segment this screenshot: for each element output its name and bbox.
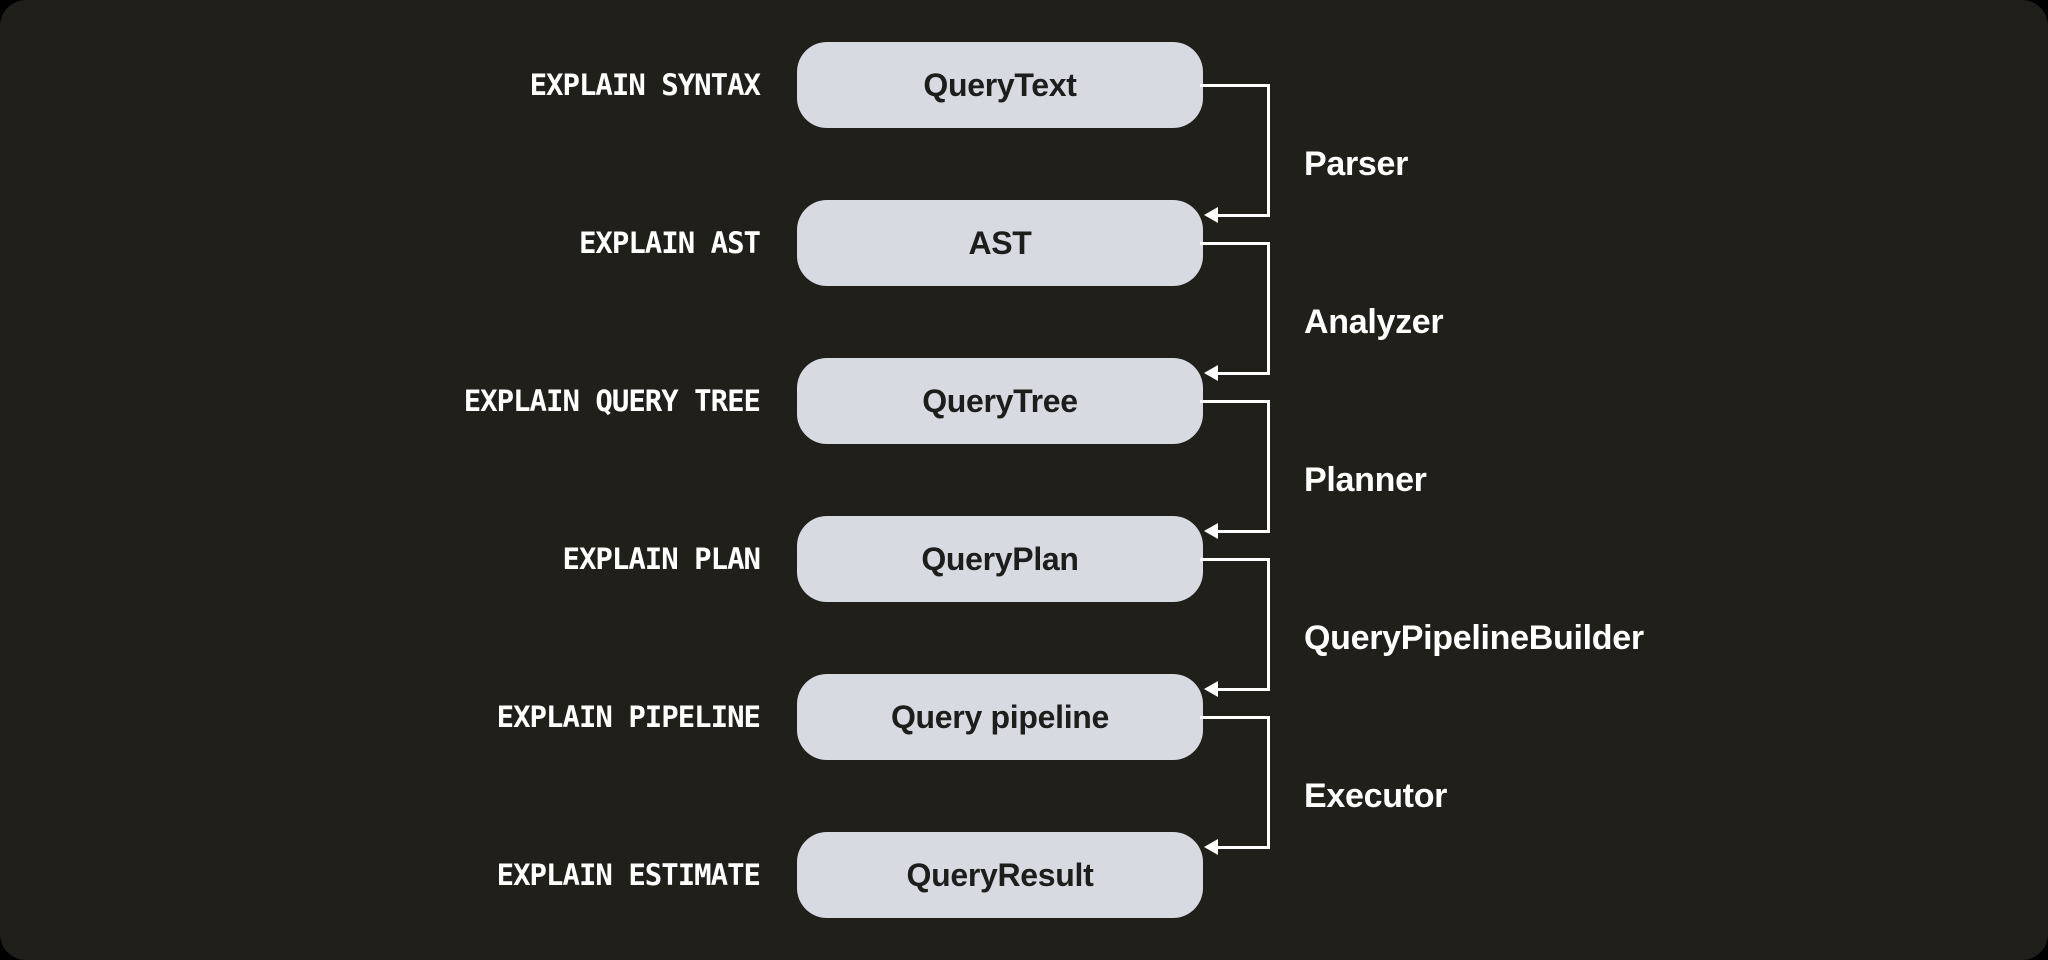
connector-1-out-line: [1200, 241, 1270, 245]
node-query-pipeline-label: Query pipeline: [890, 698, 1110, 735]
explain-label-pipeline: EXPLAIN PIPELINE: [496, 700, 761, 734]
connector-3-in-line: [1217, 687, 1270, 691]
node-query-pipeline: Query pipeline: [797, 674, 1203, 760]
node-querytext: QueryText: [797, 42, 1203, 128]
connector-1-arrowhead-icon: [1204, 365, 1218, 381]
stage-label-executor: Executor: [1304, 777, 1448, 815]
node-ast-label: AST: [968, 224, 1032, 261]
connector-2-in-line: [1217, 529, 1270, 533]
explain-label-syntax: EXPLAIN SYNTAX: [529, 68, 761, 102]
stage-label-parser: Parser: [1304, 145, 1409, 183]
connector-3-arrowhead-icon: [1204, 681, 1218, 697]
connector-4-vertical-line: [1267, 715, 1270, 849]
node-queryplan-label: QueryPlan: [921, 540, 1079, 577]
connector-0-in-line: [1217, 213, 1270, 217]
node-ast: AST: [797, 200, 1203, 286]
connector-4-out-line: [1200, 715, 1270, 719]
stage-label-planner: Planner: [1304, 461, 1427, 499]
connector-0-vertical-line: [1267, 83, 1270, 217]
node-querytext-label: QueryText: [923, 66, 1077, 103]
stage-label-analyzer: Analyzer: [1304, 303, 1444, 341]
node-queryresult: QueryResult: [797, 832, 1203, 918]
node-queryresult-label: QueryResult: [906, 856, 1094, 893]
stage-label-querypipelinebuilder: QueryPipelineBuilder: [1304, 619, 1644, 657]
connector-4-arrowhead-icon: [1204, 839, 1218, 855]
explain-label-plan: EXPLAIN PLAN: [562, 542, 761, 576]
connector-0-arrowhead-icon: [1204, 207, 1218, 223]
node-queryplan: QueryPlan: [797, 516, 1203, 602]
explain-label-ast: EXPLAIN AST: [578, 226, 761, 260]
connector-4-in-line: [1217, 845, 1270, 849]
connector-3-out-line: [1200, 557, 1270, 561]
explain-label-query-tree: EXPLAIN QUERY TREE: [463, 384, 761, 418]
connector-1-vertical-line: [1267, 241, 1270, 375]
connector-2-arrowhead-icon: [1204, 523, 1218, 539]
node-querytree-label: QueryTree: [922, 382, 1078, 419]
connector-2-out-line: [1200, 399, 1270, 403]
connector-2-vertical-line: [1267, 399, 1270, 533]
connector-0-out-line: [1200, 83, 1270, 87]
explain-label-estimate: EXPLAIN ESTIMATE: [496, 858, 761, 892]
node-querytree: QueryTree: [797, 358, 1203, 444]
connector-1-in-line: [1217, 371, 1270, 375]
connector-3-vertical-line: [1267, 557, 1270, 691]
